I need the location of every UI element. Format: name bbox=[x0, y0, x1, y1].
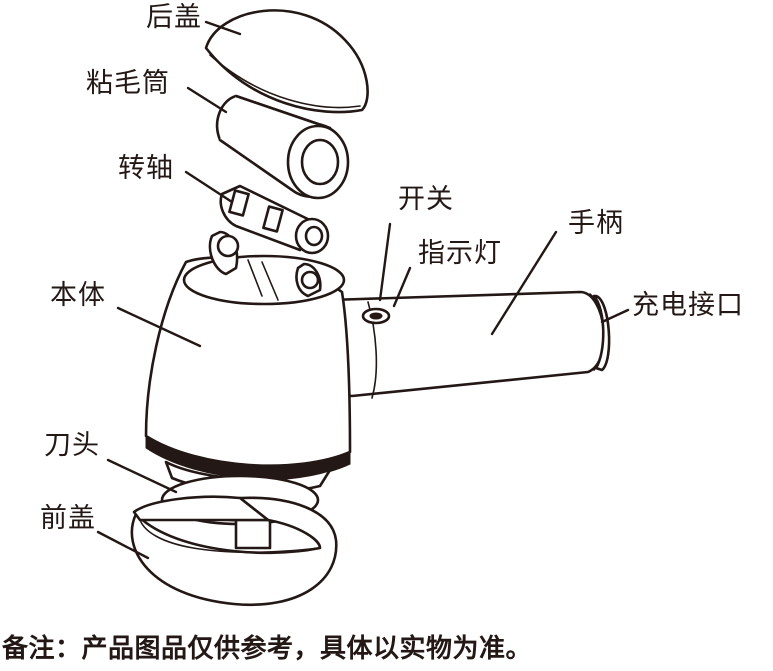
label-front-cover: 前盖 bbox=[40, 503, 96, 534]
handle-part bbox=[326, 290, 611, 399]
label-indicator: 指示灯 bbox=[418, 238, 502, 269]
label-lint-roller: 粘毛筒 bbox=[86, 68, 170, 99]
label-handle: 手柄 bbox=[568, 208, 624, 239]
leader-lines bbox=[96, 20, 630, 560]
label-rear-cover: 后盖 bbox=[146, 2, 202, 33]
shaft-part bbox=[219, 184, 330, 255]
label-main-body: 本体 bbox=[50, 280, 106, 311]
footnote: 备注：产品图品仅供参考，具体以实物为准。 bbox=[2, 634, 533, 664]
label-blade-head: 刀头 bbox=[44, 430, 100, 461]
label-switch: 开关 bbox=[398, 184, 454, 215]
label-shaft: 转轴 bbox=[118, 153, 174, 184]
rear-cover-part bbox=[204, 9, 369, 114]
label-charging-port: 充电接口 bbox=[632, 290, 744, 321]
main-body-part bbox=[144, 230, 391, 480]
lint-roller-part bbox=[215, 94, 350, 200]
front-cover-part bbox=[130, 495, 338, 607]
